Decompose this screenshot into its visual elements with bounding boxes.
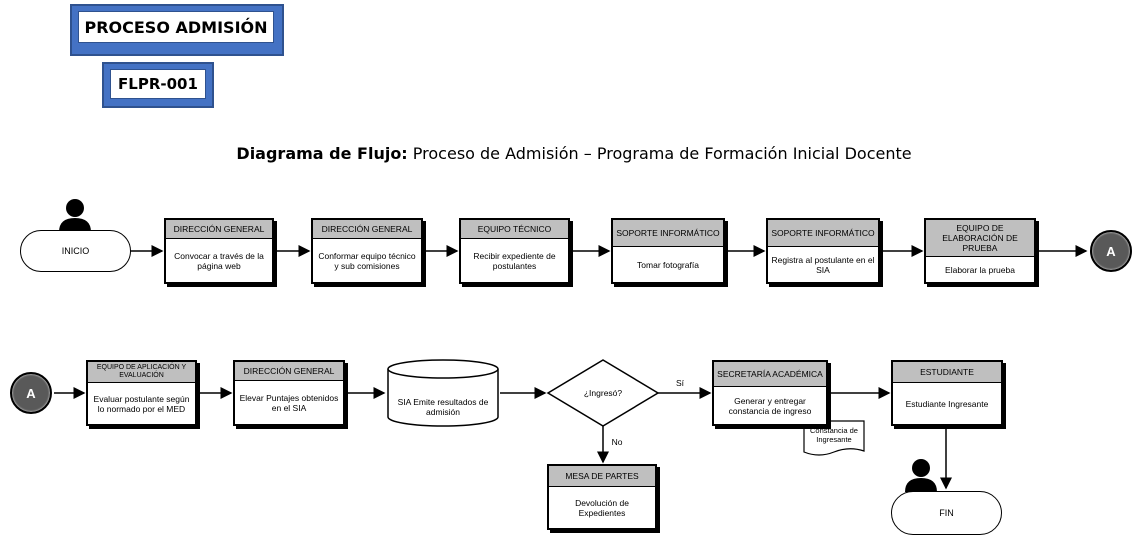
end-terminal: FIN <box>891 491 1002 535</box>
connector-a-out: A <box>1090 230 1132 272</box>
document-label: Constancia de Ingresante <box>810 426 858 444</box>
step-action: Recibir expediente de postulantes <box>473 251 556 271</box>
step-role: DIRECCIÓN GENERAL <box>313 220 421 239</box>
step-evaluar: EQUIPO DE APLICACIÓN Y EVALUACIÓN Evalua… <box>86 360 197 426</box>
process-title: PROCESO ADMISIÓN <box>78 11 274 43</box>
step-fotografia: SOPORTE INFORMÁTICO Tomar fotografía <box>611 218 725 284</box>
step-action: Evaluar postulante según lo normado por … <box>93 394 190 414</box>
step-action: Estudiante Ingresante <box>905 399 989 409</box>
step-role: DIRECCIÓN GENERAL <box>166 220 272 239</box>
step-role: DIRECCIÓN GENERAL <box>235 362 343 381</box>
step-role: EQUIPO DE APLICACIÓN Y EVALUACIÓN <box>88 362 195 383</box>
step-role: SOPORTE INFORMÁTICO <box>613 220 723 247</box>
document-shape <box>803 420 865 456</box>
step-registrar: SOPORTE INFORMÁTICO Registra al postulan… <box>766 218 880 284</box>
no-label: No <box>611 437 623 447</box>
step-action: Generar y entregar constancia de ingreso <box>728 396 812 416</box>
diagram-subtitle: Diagrama de Flujo: Proceso de Admisión –… <box>0 144 1148 163</box>
yes-label: Sí <box>675 378 685 388</box>
process-code: FLPR-001 <box>110 69 206 99</box>
person-icon-start <box>59 199 91 232</box>
step-role: EQUIPO TÉCNICO <box>461 220 568 239</box>
step-ingresante: ESTUDIANTE Estudiante Ingresante <box>891 360 1003 426</box>
subtitle-text: Proceso de Admisión – Programa de Formac… <box>407 144 912 163</box>
step-role: SOPORTE INFORMÁTICO <box>768 220 878 247</box>
step-convocar: DIRECCIÓN GENERAL Convocar a través de l… <box>164 218 274 284</box>
step-action: Registra al postulante en el SIA <box>771 255 875 275</box>
step-conformar: DIRECCIÓN GENERAL Conformar equipo técni… <box>311 218 423 284</box>
decision-shape <box>546 359 660 427</box>
step-elevar: DIRECCIÓN GENERAL Elevar Puntajes obteni… <box>233 360 345 426</box>
step-devolucion: MESA DE PARTES Devolución de Expedientes <box>547 464 657 530</box>
step-elaborar: EQUIPO DE ELABORACIÓN DE PRUEBA Elaborar… <box>924 218 1036 284</box>
step-action: Conformar equipo técnico y sub comisione… <box>318 251 416 271</box>
connector-a-in: A <box>10 372 52 414</box>
step-constancia: SECRETARÍA ACADÉMICA Generar y entregar … <box>712 360 828 426</box>
step-action: Devolución de Expedientes <box>575 498 629 518</box>
step-role: EQUIPO DE ELABORACIÓN DE PRUEBA <box>926 220 1034 257</box>
subtitle-bold: Diagrama de Flujo: <box>236 144 408 163</box>
step-action: Elevar Puntajes obtenidos en el SIA <box>239 393 339 413</box>
database-label: SIA Emite resultados de admisión <box>397 397 489 417</box>
step-action: Elaborar la prueba <box>945 265 1015 275</box>
step-role: ESTUDIANTE <box>893 362 1001 383</box>
database-shape <box>387 359 499 427</box>
decision-label: ¿Ingresó? <box>583 388 623 398</box>
step-action: Tomar fotografía <box>637 260 699 270</box>
step-action: Convocar a través de la página web <box>174 251 264 271</box>
person-icon-end <box>905 459 937 492</box>
step-role: SECRETARÍA ACADÉMICA <box>714 362 826 387</box>
step-role: MESA DE PARTES <box>549 466 655 487</box>
start-terminal: INICIO <box>20 230 131 272</box>
step-recibir: EQUIPO TÉCNICO Recibir expediente de pos… <box>459 218 570 284</box>
